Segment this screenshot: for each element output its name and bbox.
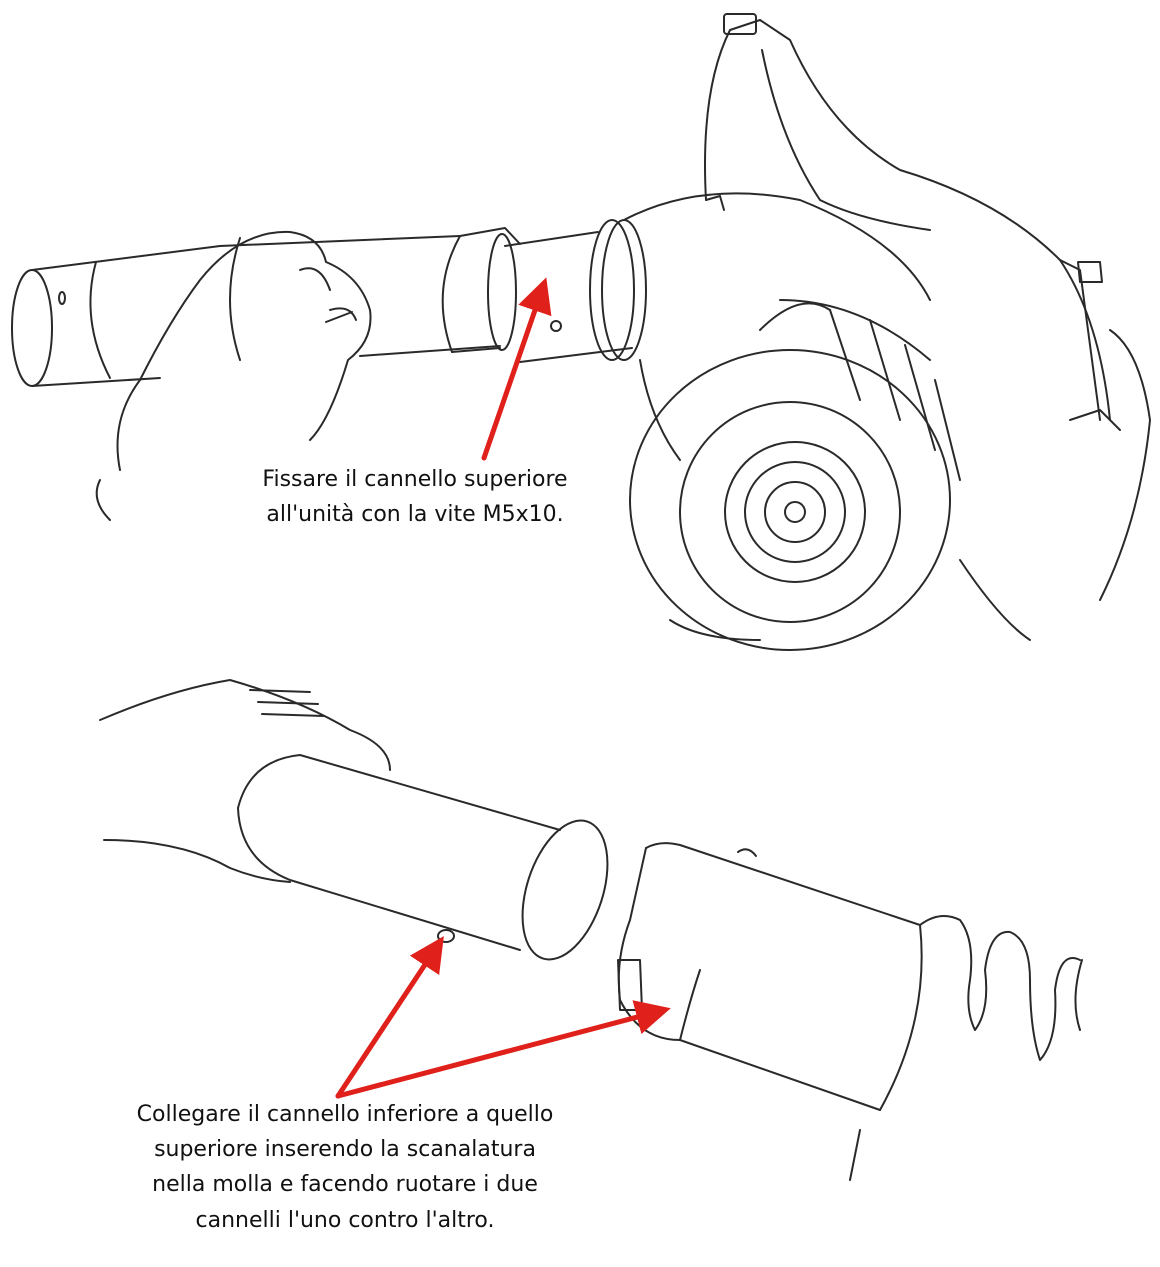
- arrow-to-groove: [335, 936, 444, 1099]
- step-1-caption: Fissare il cannello superiore all'unità …: [220, 462, 610, 532]
- caption-line: Fissare il cannello superiore: [262, 467, 568, 492]
- blower-drawing: [11, 13, 1151, 651]
- caption-line: nella molla e facendo ruotare i due: [152, 1172, 538, 1198]
- caption-line: cannelli l'uno contro l'altro.: [195, 1207, 495, 1233]
- arrow-to-spring: [335, 1000, 671, 1099]
- arrow-to-screw: [481, 277, 552, 461]
- caption-line: all'unità con la vite M5x10.: [266, 502, 564, 528]
- callout-arrows: [335, 277, 671, 1099]
- caption-line: Collegare il cannello inferiore a quello: [136, 1102, 554, 1127]
- caption-line: superiore inserendo la scanalatura: [154, 1137, 536, 1163]
- step-2-caption: Collegare il cannello inferiore a quello…: [90, 1097, 600, 1238]
- tube-connection-drawing: [99, 679, 1083, 1181]
